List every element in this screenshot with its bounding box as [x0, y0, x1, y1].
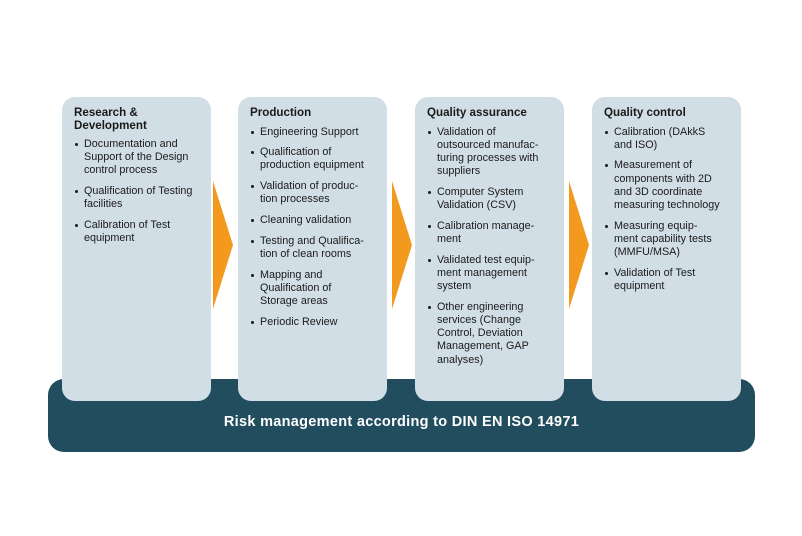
arrow-right-icon — [392, 181, 412, 309]
stage-card-quality-control: Quality control Calibration (DAkkS and I… — [592, 97, 741, 401]
stage-item: Calibration (DAkkS and ISO) — [604, 126, 733, 152]
stage-title: Research & Development — [74, 106, 147, 132]
stage-card-production: Production Engineering Support Qualifica… — [238, 97, 387, 401]
stage-item: Measuring equip- ment capability tests (… — [604, 220, 733, 260]
stage-items: Documentation and Support of the Design … — [74, 138, 203, 245]
stage-item: Calibration manage- ment — [427, 220, 556, 246]
stage-item: Measurement of components with 2D and 3D… — [604, 159, 733, 212]
stage-item: Computer System Validation (CSV) — [427, 186, 556, 212]
stage-items: Engineering Support Qualification of pro… — [250, 126, 379, 329]
stage-items: Validation of outsourced manufac- turing… — [427, 126, 556, 367]
stage-item: Documentation and Support of the Design … — [74, 138, 203, 178]
stage-title: Quality control — [604, 106, 686, 119]
stage-card-quality-assurance: Quality assurance Validation of outsourc… — [415, 97, 564, 401]
stage-item: Cleaning validation — [250, 214, 379, 227]
stage-item: Validation of produc- tion processes — [250, 180, 379, 206]
stage-item: Validation of Test equipment — [604, 267, 733, 293]
stage-item: Engineering Support — [250, 126, 379, 139]
arrow-right-icon — [213, 181, 233, 309]
stage-items: Calibration (DAkkS and ISO) Measurement … — [604, 126, 733, 294]
stage-item: Mapping and Qualification of Storage are… — [250, 269, 379, 309]
stage-card-research-development: Research & Development Documentation and… — [62, 97, 211, 401]
arrow-right-icon — [569, 181, 589, 309]
stage-title: Production — [250, 106, 312, 119]
stage-item: Qualification of Testing facilities — [74, 185, 203, 211]
stage-item: Qualification of production equipment — [250, 146, 379, 172]
stage-item: Validation of outsourced manufac- turing… — [427, 126, 556, 179]
stage-item: Validated test equip- ment management sy… — [427, 254, 556, 294]
stage-item: Other engineering services (Change Contr… — [427, 301, 556, 367]
stage-item: Calibration of Test equipment — [74, 219, 203, 245]
stage-item: Testing and Qualifica- tion of clean roo… — [250, 235, 379, 261]
stage-item: Periodic Review — [250, 316, 379, 329]
stage-title: Quality assurance — [427, 106, 527, 119]
risk-management-label: Risk management according to DIN EN ISO … — [223, 414, 580, 430]
